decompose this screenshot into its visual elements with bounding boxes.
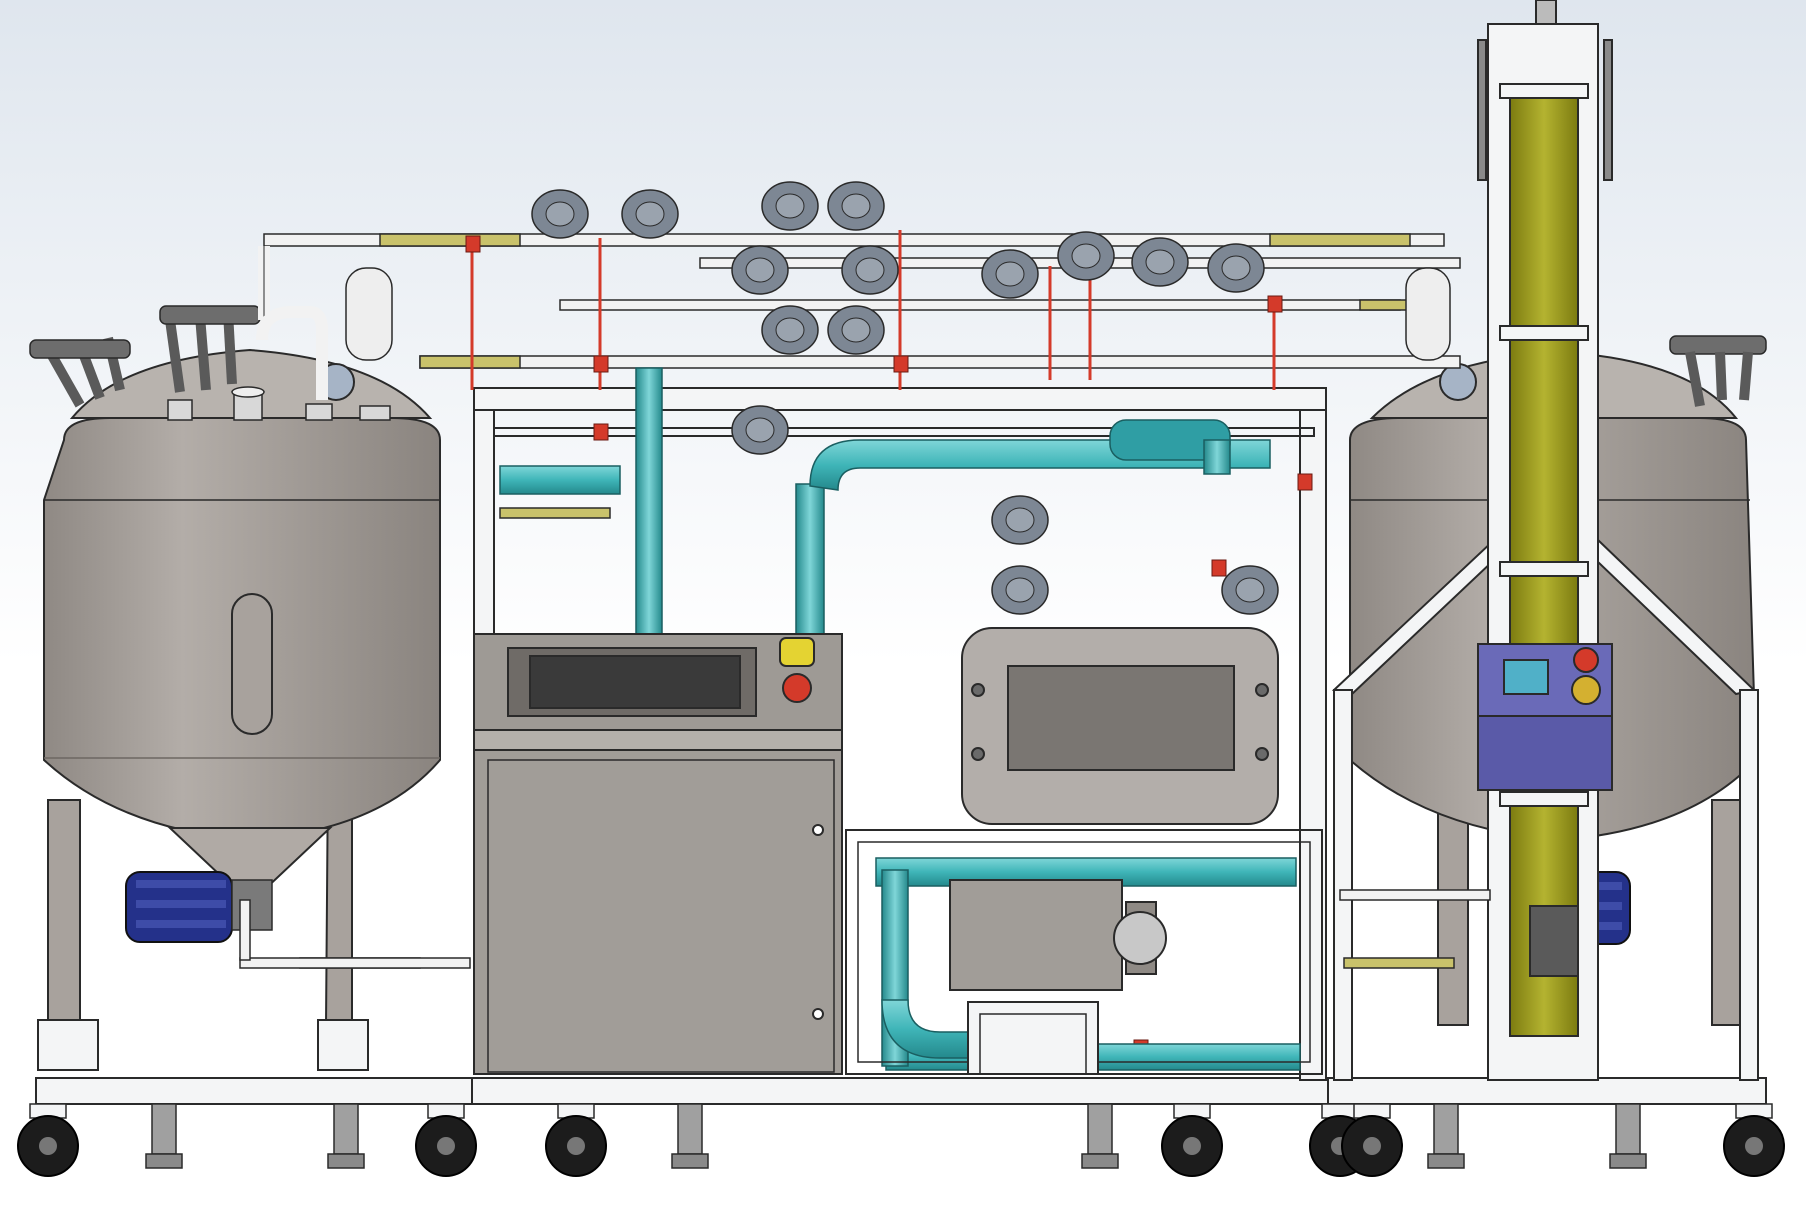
caster-wheel-icon — [1161, 1103, 1223, 1177]
handwheel-cluster-left — [29, 305, 261, 408]
leveling-foot-icon — [327, 1103, 365, 1169]
valve-actuator-icon — [621, 189, 679, 239]
center-frame — [473, 387, 1327, 1081]
valve-actuator-icon — [841, 245, 899, 295]
caster-wheel-icon — [545, 1103, 607, 1177]
leveling-foot-icon — [1081, 1103, 1119, 1169]
valve-actuator-icon — [731, 405, 789, 455]
red-clamp-icon — [593, 423, 609, 441]
left-tank — [29, 305, 441, 1071]
leveling-feet — [145, 1103, 1647, 1169]
valve-actuator-icon — [1207, 243, 1265, 293]
valve-actuator-icon — [991, 495, 1049, 545]
leveling-foot-icon — [145, 1103, 183, 1169]
hmi-screen-icon — [1503, 659, 1549, 695]
lower-skid — [845, 829, 1323, 1075]
left-pump-motor — [125, 871, 273, 943]
red-clamp-icon — [1297, 473, 1313, 491]
right-tank-frame — [1331, 537, 1759, 1081]
leveling-foot-icon — [1427, 1103, 1465, 1169]
valve-actuator-icon — [1057, 231, 1115, 281]
emergency-stop-icon — [1573, 647, 1599, 673]
valve-actuators — [531, 181, 1279, 615]
red-clamp-icon — [1211, 559, 1227, 577]
valve-actuator-icon — [761, 305, 819, 355]
leveling-foot-icon — [1609, 1103, 1647, 1169]
red-clamp-icon — [593, 355, 609, 373]
valve-actuator-icon — [1131, 237, 1189, 287]
valve-actuator-icon — [731, 245, 789, 295]
leveling-foot-icon — [671, 1103, 709, 1169]
valve-actuator-icon — [827, 305, 885, 355]
emergency-stop-icon — [779, 637, 815, 667]
control-cabinet — [473, 633, 843, 1075]
drain-piping — [239, 889, 1491, 969]
valve-actuator-icon — [531, 189, 589, 239]
valve-actuator-icon — [761, 181, 819, 231]
vertical-column — [1477, 0, 1613, 1081]
top-nozzles — [167, 386, 391, 421]
center-hmi-box — [961, 627, 1279, 825]
base-skid — [35, 1077, 1767, 1105]
valve-actuator-icon — [1221, 565, 1279, 615]
caster-wheel-icon — [17, 1103, 79, 1177]
caster-wheel-icon — [1723, 1103, 1785, 1177]
handwheel-cluster-right — [1669, 335, 1767, 407]
right-control-panel — [1477, 643, 1613, 791]
caster-wheel-icon — [415, 1103, 477, 1177]
red-clamp-icon — [465, 235, 481, 253]
caster-wheels — [17, 1103, 1785, 1177]
valve-actuator-icon — [991, 565, 1049, 615]
valve-actuator-icon — [981, 249, 1039, 299]
caster-wheel-icon — [1341, 1103, 1403, 1177]
red-clamp-icon — [893, 355, 909, 373]
red-clamp-icon — [1267, 295, 1283, 313]
pressure-gauge-icon — [1439, 363, 1477, 401]
valve-actuator-icon — [827, 181, 885, 231]
